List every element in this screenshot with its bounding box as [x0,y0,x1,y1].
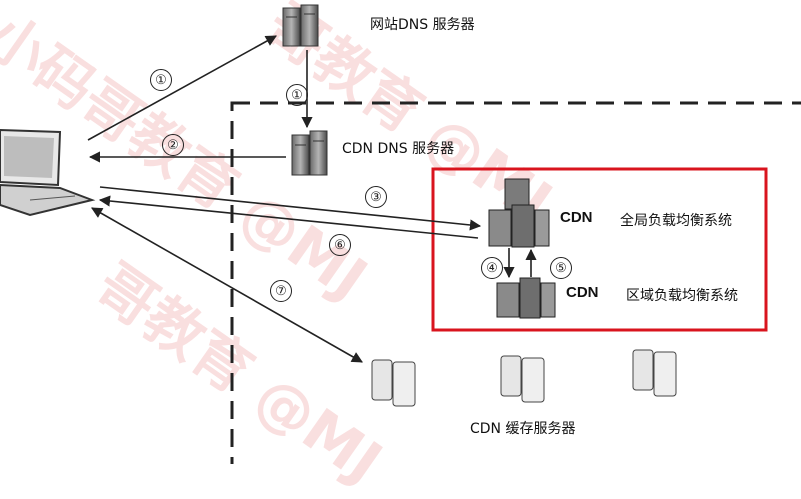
global-lb-label: 全局负载均衡系统 [620,213,732,229]
global-lb-server-icon [488,178,550,248]
step-1-label: ① [150,69,172,91]
region-lb-cdn-text: CDN [566,284,599,301]
cdn-dns-label: CDN DNS 服务器 [342,141,455,157]
step-7-label: ⑦ [270,280,292,302]
site-dns-label: 网站DNS 服务器 [370,17,475,33]
diagram-canvas [0,4,801,464]
site-dns-server-icon [282,4,319,47]
step-4-label: ④ [481,257,503,279]
arrow-step1-to-site-dns [87,35,277,141]
global-lb-cdn-label: CDN [560,209,593,226]
region-lb-cdn-label: CDN [566,284,599,301]
step-5-label: ⑤ [550,257,572,279]
cache-servers-label: CDN 缓存服务器 [470,421,576,437]
step-3-label: ③ [365,186,387,208]
global-lb-cdn-text: CDN [560,209,593,226]
laptop-icon [0,128,96,217]
region-lb-label: 区域负载均衡系统 [626,288,738,304]
step-1b-label: ① [286,84,308,106]
cache-server-icon [371,349,677,407]
load-balancing-highlight [431,167,768,332]
step-6-label: ⑥ [329,234,351,256]
cdn-dns-server-icon [291,130,328,176]
step-2-label: ② [162,134,184,156]
arrow-step3-to-global-lb [99,186,482,231]
region-lb-server-icon [496,277,556,319]
arrow-step7-client-cache [91,207,363,363]
